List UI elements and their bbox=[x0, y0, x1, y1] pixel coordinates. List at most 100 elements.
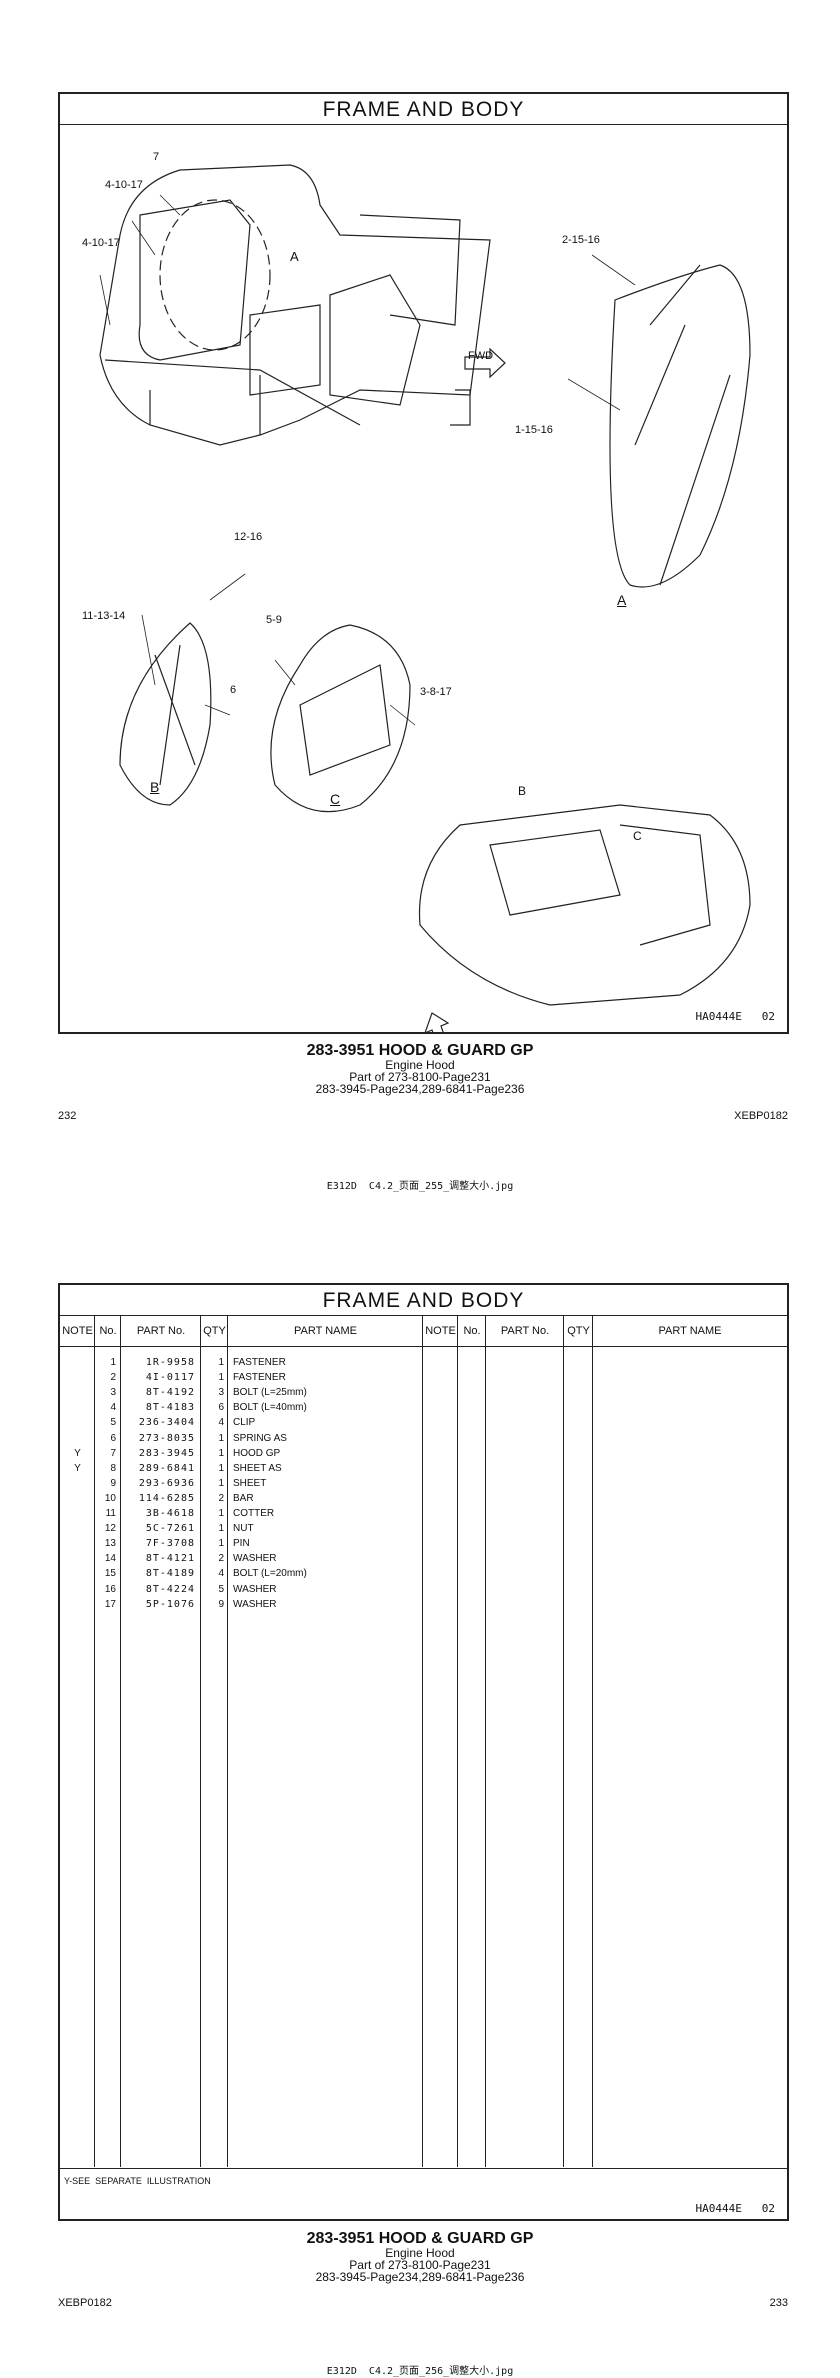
table-header: NOTE No. PART No. QTY PART NAME NOTE No.… bbox=[60, 1316, 787, 1347]
caption-sub: Engine Hood bbox=[385, 1058, 455, 1072]
row-part-name: BOLT (L=40mm) bbox=[233, 1402, 307, 1414]
row-quantity: 1 bbox=[218, 1357, 224, 1368]
illustration-frame: FRAME AND BODY 7 4-10-17 4-10-17 A 2-15-… bbox=[58, 92, 789, 1034]
page-number: 233 bbox=[769, 2297, 788, 2309]
row-part-number: 8T-4121 bbox=[145, 1553, 195, 1565]
row-part-number: 3B-4618 bbox=[145, 1508, 195, 1519]
row-part-number: 4I-0117 bbox=[145, 1372, 195, 1384]
row-number: 12 bbox=[104, 1523, 116, 1535]
row-quantity: 4 bbox=[218, 1417, 224, 1429]
filename: E312D C4.2_页面_256_调整大小.jpg bbox=[326, 2366, 514, 2377]
drawing-ref: HA0444E 02 bbox=[695, 2202, 775, 2215]
row-part-name: WASHER bbox=[233, 1583, 277, 1595]
callout-6: 6 bbox=[230, 684, 237, 696]
row-number: 15 bbox=[104, 1568, 116, 1580]
parts-illustration bbox=[99, 164, 751, 1033]
row-part-name: BAR bbox=[233, 1492, 254, 1504]
callout-3-8-17: 3-8-17 bbox=[420, 686, 452, 698]
footnote: Y-SEE SEPARATE ILLUSTRATION bbox=[64, 2176, 211, 2186]
row-quantity: 5 bbox=[218, 1583, 224, 1595]
row-part-number: 283-3945 bbox=[138, 1447, 195, 1459]
callout-5-9: 5-9 bbox=[266, 614, 282, 626]
table-row: 6 273-8035 1 SPRING AS bbox=[60, 1431, 440, 1446]
callout-2-15-16: 2-15-16 bbox=[562, 234, 600, 246]
row-part-name: PIN bbox=[233, 1538, 250, 1550]
header-part-name: PART NAME bbox=[294, 1325, 357, 1337]
row-number: 6 bbox=[110, 1432, 116, 1444]
callout-1-15-16: 1-15-16 bbox=[515, 424, 553, 436]
page-title: FRAME AND BODY bbox=[60, 1285, 787, 1316]
row-number: 3 bbox=[110, 1387, 116, 1399]
view-c-label: C bbox=[330, 791, 341, 807]
row-note: Y bbox=[74, 1447, 81, 1459]
caption: 283-3951 HOOD & GUARD GP Engine Hood Par… bbox=[0, 1042, 840, 1096]
row-part-name: BOLT (L=25mm) bbox=[233, 1387, 307, 1399]
row-number: 2 bbox=[110, 1372, 116, 1384]
header-part-no: PART No. bbox=[136, 1325, 186, 1337]
row-quantity: 4 bbox=[218, 1568, 224, 1580]
view-a-label: A bbox=[617, 592, 627, 608]
callout-4-10-17: 4-10-17 bbox=[82, 237, 120, 249]
fwd-arrow-icon bbox=[424, 1012, 450, 1033]
row-part-number: 114-6285 bbox=[138, 1492, 195, 1504]
row-part-name: WASHER bbox=[233, 1598, 277, 1610]
view-c-marker: C bbox=[633, 829, 642, 843]
row-part-number: 8T-4224 bbox=[145, 1583, 195, 1595]
row-quantity: 2 bbox=[218, 1492, 224, 1504]
row-part-number: 293-6936 bbox=[138, 1477, 195, 1489]
view-a-marker: A bbox=[290, 249, 299, 264]
row-part-name: SPRING AS bbox=[233, 1432, 287, 1444]
row-quantity: 1 bbox=[218, 1508, 224, 1519]
table-row: 14 8T-4121 2 WASHER bbox=[60, 1551, 440, 1566]
caption-title: 283-3951 HOOD & GUARD GP bbox=[306, 1042, 534, 1059]
row-quantity: 1 bbox=[218, 1447, 224, 1459]
row-quantity: 2 bbox=[218, 1553, 224, 1565]
row-part-number: 8T-4192 bbox=[145, 1387, 195, 1399]
main-assembly-drawing bbox=[99, 164, 491, 446]
row-number: 14 bbox=[104, 1553, 116, 1565]
row-quantity: 1 bbox=[218, 1372, 224, 1384]
caption-refs: 283-3945-Page234,289-6841-Page236 bbox=[315, 1082, 525, 1096]
row-part-number: 5P-1076 bbox=[145, 1598, 195, 1610]
caption-part-of: Part of 273-8100-Page231 bbox=[349, 1070, 491, 1084]
row-part-name: HOOD GP bbox=[233, 1447, 281, 1459]
header-no: No. bbox=[463, 1325, 481, 1337]
row-part-name: FASTENER bbox=[233, 1372, 286, 1384]
callout-11-13-14: 11-13-14 bbox=[82, 610, 126, 622]
row-part-name: WASHER bbox=[233, 1553, 277, 1565]
row-part-number: 289-6841 bbox=[138, 1462, 195, 1474]
header-part-no: PART No. bbox=[500, 1325, 550, 1337]
overview-drawing bbox=[418, 804, 751, 1006]
row-part-name: BOLT (L=20mm) bbox=[233, 1568, 307, 1580]
row-part-name: SHEET bbox=[233, 1477, 267, 1489]
view-b-drawing bbox=[119, 622, 212, 806]
row-part-number: 7F-3708 bbox=[145, 1538, 195, 1550]
row-number: 9 bbox=[110, 1477, 116, 1489]
row-quantity: 1 bbox=[218, 1432, 224, 1444]
row-part-name: COTTER bbox=[233, 1508, 275, 1519]
row-part-name: CLIP bbox=[233, 1417, 256, 1429]
parts-list-frame: FRAME AND BODY NOTE No. PART No. QTY PAR… bbox=[58, 1283, 789, 2221]
row-number: 11 bbox=[105, 1508, 116, 1519]
row-quantity: 9 bbox=[218, 1598, 224, 1610]
row-quantity: 1 bbox=[218, 1523, 224, 1535]
view-b-label: B bbox=[150, 779, 160, 795]
leader-lines bbox=[99, 194, 636, 726]
row-part-number: 5C-7261 bbox=[145, 1523, 195, 1535]
header-qty: QTY bbox=[567, 1325, 590, 1337]
header-note: NOTE bbox=[425, 1325, 456, 1337]
doc-code: XEBP0182 bbox=[58, 2297, 112, 2309]
row-quantity: 1 bbox=[218, 1538, 224, 1550]
row-number: 5 bbox=[110, 1417, 116, 1429]
caption-sub: Engine Hood bbox=[385, 2246, 455, 2260]
row-part-number: 273-8035 bbox=[138, 1432, 195, 1444]
filename: E312D C4.2_页面_255_调整大小.jpg bbox=[326, 1181, 514, 1192]
header-part-name: PART NAME bbox=[658, 1325, 722, 1337]
